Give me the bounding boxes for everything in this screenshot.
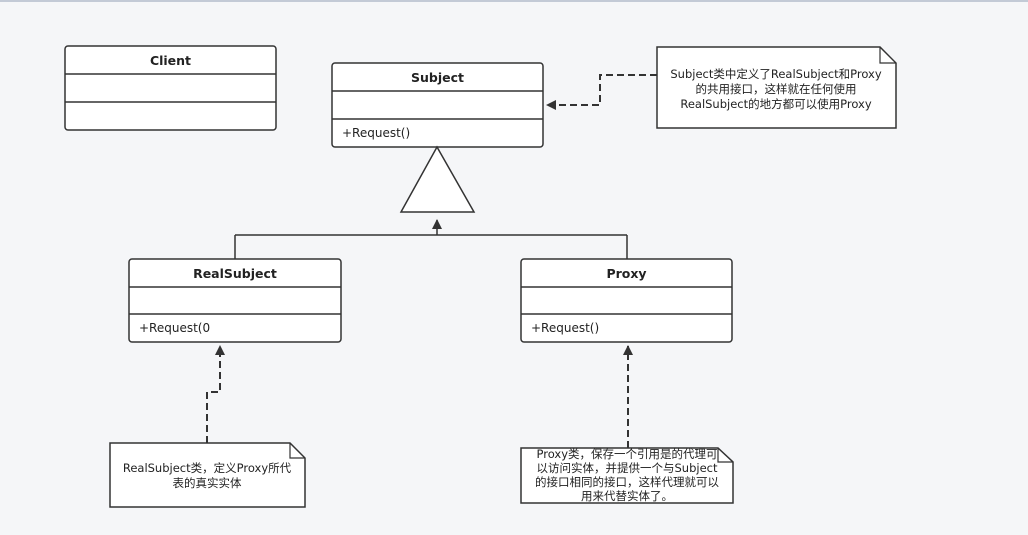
class-proxy-name: Proxy [606, 266, 646, 281]
note-subject-anchor [546, 74, 657, 110]
class-client[interactable]: Client [64, 45, 277, 131]
class-realsubject-operation: +Request(0 [139, 321, 210, 335]
note-subject[interactable]: Subject类中定义了RealSubject和Proxy 的共用接口，这样就在… [656, 46, 897, 129]
class-client-name: Client [150, 53, 191, 68]
note-realsubject-line-1: RealSubject类，定义Proxy所代 [123, 461, 292, 475]
note-realsubject[interactable]: RealSubject类，定义Proxy所代 表的真实实体 [109, 442, 306, 508]
note-proxy-line-3: 的接口相同的接口，这样代理就可以 [535, 475, 719, 489]
note-realsubject-line-2: 表的真实实体 [173, 476, 242, 490]
generalization-triangle [399, 145, 476, 213]
note-subject-line-3: RealSubject的地方都可以使用Proxy [680, 97, 871, 111]
class-subject-name: Subject [411, 70, 464, 85]
note-realsubject-anchor [206, 345, 225, 443]
note-subject-line-1: Subject类中定义了RealSubject和Proxy [670, 67, 881, 81]
class-proxy-operation: +Request() [531, 321, 599, 335]
class-subject[interactable]: Subject +Request() [331, 62, 544, 148]
class-subject-operation: +Request() [342, 126, 410, 140]
note-proxy-line-4: 用来代替实体了。 [581, 489, 673, 503]
class-realsubject[interactable]: RealSubject +Request(0 [128, 258, 342, 343]
note-proxy-line-2: 以访问实体，并提供一个与Subject [537, 461, 718, 475]
class-realsubject-name: RealSubject [193, 266, 277, 281]
note-proxy[interactable]: Proxy类，保存一个引用是的代理可 以访问实体，并提供一个与Subject 的… [520, 447, 734, 504]
inheritance-connector [234, 219, 628, 259]
note-proxy-line-1: Proxy类，保存一个引用是的代理可 [537, 447, 718, 461]
class-proxy[interactable]: Proxy +Request() [520, 258, 733, 343]
note-subject-line-2: 的共用接口，这样就在任何使用 [696, 82, 857, 96]
